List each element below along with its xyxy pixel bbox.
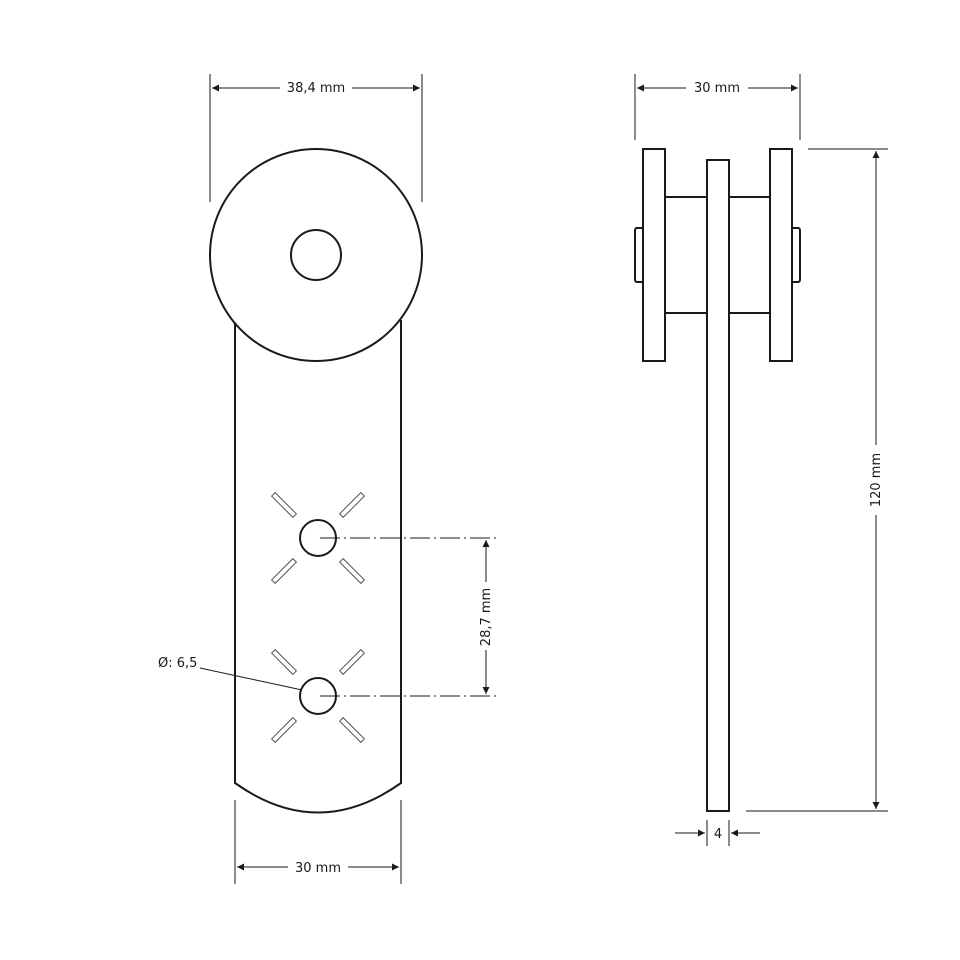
- dim-wheel-diameter: 38,4 mm: [209, 74, 423, 202]
- axle-hole: [290, 229, 342, 281]
- dim-label-side-width: 30 mm: [694, 81, 740, 96]
- dim-total-height: 120 mm: [746, 148, 888, 812]
- axle-cap-right: [792, 227, 801, 283]
- wheel-plate-left: [642, 148, 666, 362]
- side-view: 30 mm 120 mm 4: [634, 74, 888, 846]
- axle-cap-left: [634, 227, 643, 283]
- dim-label-hole-diameter: Ø: 6,5: [158, 656, 197, 671]
- strap-side: [706, 159, 730, 812]
- dim-label-hole-spacing: 28,7 mm: [479, 588, 494, 646]
- front-view: 38,4 mm 30 mm 28,7 mm Ø: 6,5: [158, 74, 498, 884]
- dim-strap-thickness: 4: [675, 820, 760, 846]
- dim-label-strap-thickness: 4: [714, 827, 722, 842]
- wheel-plate-right: [769, 148, 793, 362]
- dim-strap-width: 30 mm: [234, 800, 402, 884]
- strap-outline: [234, 320, 402, 814]
- dim-side-width: 30 mm: [634, 74, 801, 140]
- dim-label-strap-width: 30 mm: [295, 861, 341, 876]
- dim-hole-diameter: Ø: 6,5: [158, 656, 303, 691]
- dim-hole-spacing: 28,7 mm: [479, 540, 494, 694]
- dim-label-total-height: 120 mm: [869, 453, 884, 507]
- dim-label-wheel-diameter: 38,4 mm: [287, 81, 345, 96]
